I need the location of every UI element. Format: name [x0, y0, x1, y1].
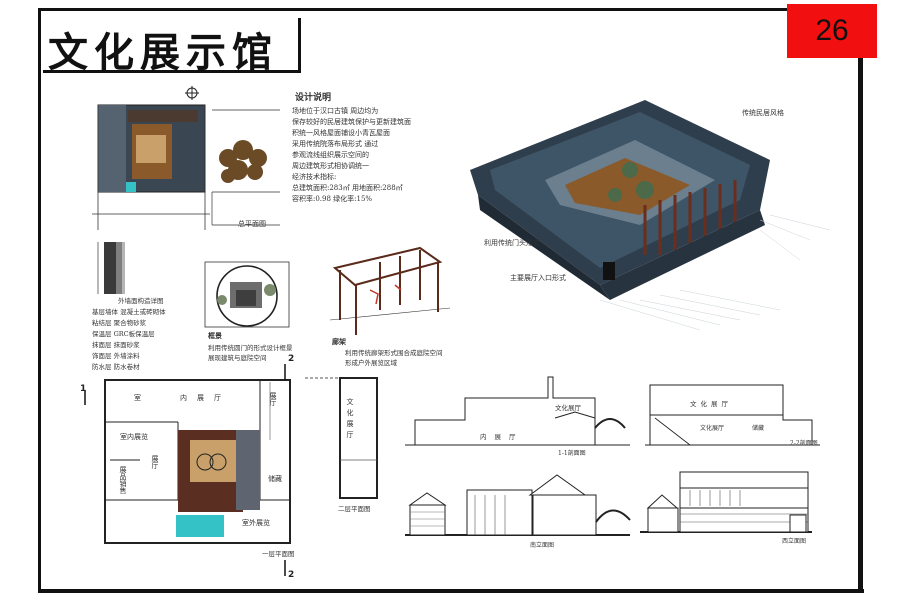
section-room-culture: 文化展厅 [555, 404, 581, 412]
site-plan-label: 总平面图 [238, 220, 266, 228]
frame-view-desc-2: 展现建筑与庭院空间 [208, 354, 267, 362]
frame-view-desc: 利用传统圆门的形式设计框景 [208, 344, 293, 352]
second-floor-plan [305, 377, 378, 499]
material-item: 粘结层 聚合物砂浆 [92, 319, 147, 327]
aerial-note-gate: 利用传统门头形式 [484, 239, 540, 247]
design-note-line: 积统一风格屋面铺设小青瓦屋面 [292, 129, 390, 137]
sheet-number-badge: 26 [787, 4, 877, 58]
section2-room-exhibit: 文化展厅 [700, 425, 725, 432]
floor1-plan-label: 一层平面图 [262, 550, 295, 558]
section-1-1 [405, 376, 630, 446]
room-shop: 展品销售 [119, 466, 127, 494]
design-note-line: 参观流线组织展示空间的 [292, 151, 369, 159]
room-exhibit: 展厅 [269, 392, 277, 406]
wall-detail-title: 外墙面构造详图 [118, 297, 164, 305]
design-note-line: 总建筑面积:283㎡ 用地面积:288㎡ [292, 184, 403, 192]
room-inner-exhibit: 内展厅 [180, 394, 231, 402]
title-box [43, 18, 301, 73]
section-marker-2-top: 2 [288, 354, 295, 364]
material-item: 保温层 GRC板保温层 [92, 330, 155, 338]
first-floor-plan [84, 364, 291, 576]
site-plan [92, 86, 280, 230]
design-notes-heading: 设计说明 [295, 93, 332, 103]
frame-right-line [858, 50, 863, 593]
moon-gate-sketch [204, 261, 290, 328]
material-item: 饰面层 外墙涂料 [92, 352, 140, 360]
pergola-title: 廊架 [332, 337, 346, 346]
frame-top-line [38, 8, 833, 11]
room-store: 储藏 [268, 475, 282, 483]
south-elevation-label: 南立面图 [530, 542, 555, 549]
west-elevation-label: 西立面图 [782, 538, 807, 545]
section2-room-store: 储藏 [752, 425, 765, 432]
section-2-2 [645, 384, 820, 446]
design-notes-body: 场地位于汉口古镇 周边均为 保存较好的民居建筑保护与更新建筑面 积统一风格屋面铺… [292, 106, 432, 205]
design-note-line: 采用传统院落布局形式 通过 [292, 140, 379, 148]
section-1-label: 1-1剖面图 [558, 450, 586, 457]
floor2-plan-label: 二层平面图 [338, 505, 371, 513]
section-marker-2-bottom: 2 [288, 570, 295, 580]
room-display: 室内展览 [120, 433, 148, 441]
pergola-desc-2: 形成户外展览区域 [345, 359, 397, 367]
pergola-desc: 利用传统廊架形式围合成庭院空间 [345, 349, 443, 357]
material-list: 基层墙体 混凝土或砖砌体 粘结层 聚合物砂浆 保温层 GRC板保温层 抹面层 抹… [92, 307, 207, 373]
material-item: 防水层 防水卷材 [92, 363, 140, 371]
frame-left-line [38, 8, 41, 592]
frame-view-title: 框景 [208, 331, 222, 340]
aerial-note-entrance: 主要展厅入口形式 [510, 274, 566, 282]
room-exhibit-2: 展厅 [151, 455, 159, 469]
sheet-title: 文化展示馆 [48, 29, 278, 76]
material-item: 抹面层 抹面砂浆 [92, 341, 140, 349]
pergola-sketch [329, 246, 451, 335]
design-note-line: 经济技术指标: [292, 173, 337, 181]
design-note-line: 容积率:0.98 绿化率:15% [292, 195, 373, 203]
section-marker-1: 1 [80, 384, 87, 394]
west-elevation [640, 471, 812, 533]
section-room-inner: 内展厅 [480, 433, 524, 441]
section2-room-culture: 文化展厅 [690, 400, 732, 408]
room-indoor: 室 [134, 394, 141, 402]
frame-bottom-line [38, 589, 864, 593]
design-note-line: 保存较好的民居建筑保护与更新建筑面 [292, 118, 411, 126]
material-item: 基层墙体 混凝土或砖砌体 [92, 308, 166, 316]
room-outdoor: 室外展览 [242, 519, 270, 527]
aerial-note-style: 传统民居风格 [742, 109, 784, 117]
design-note-line: 周边建筑形式相协调统一 [292, 162, 369, 170]
south-elevation [405, 474, 631, 536]
wall-detail [97, 242, 125, 294]
room-culture-2f: 文化展厅 [346, 398, 354, 442]
aerial-axonometric [470, 100, 831, 331]
section-2-label: 2-2剖面图 [790, 440, 818, 447]
design-note-line: 场地位于汉口古镇 周边均为 [292, 107, 379, 115]
